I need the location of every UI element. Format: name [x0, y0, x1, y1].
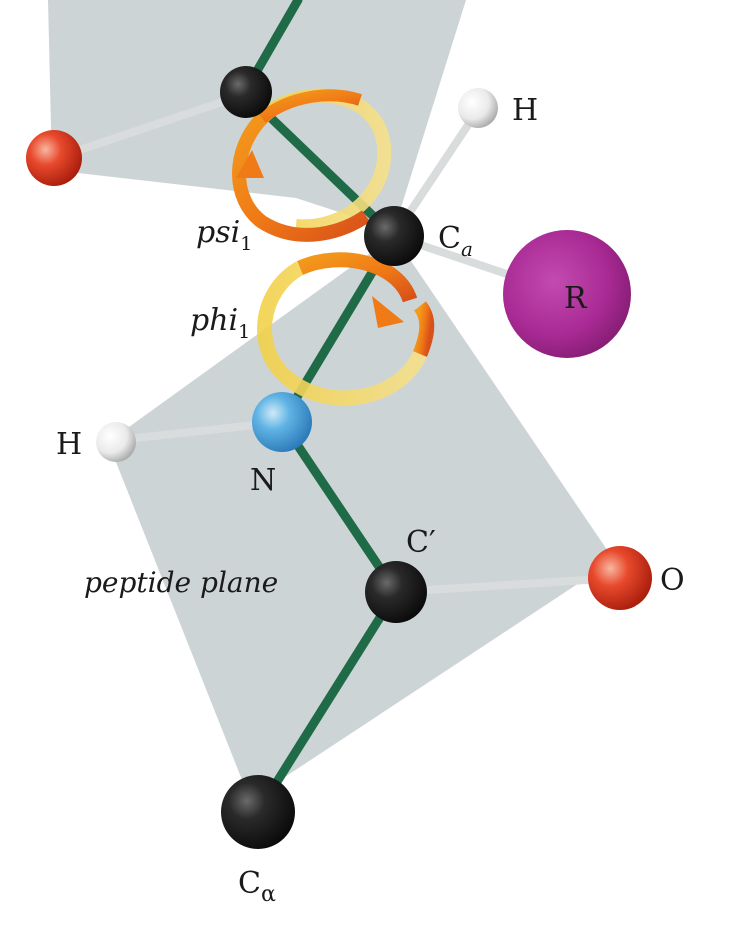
- label-ca-bottom: Cα: [238, 866, 276, 907]
- label-ca-top: Ca: [438, 221, 473, 261]
- hydrogen-atom-top: [458, 88, 498, 128]
- label-peptide-plane: peptide plane: [84, 566, 278, 599]
- bond-c-to-o: [52, 90, 250, 162]
- label-n-atom: N: [250, 463, 276, 498]
- alpha-carbon-atom-top: [364, 206, 424, 266]
- r-group-sphere: [503, 230, 631, 358]
- oxygen-atom-top-left: [26, 130, 82, 186]
- lower-peptide-plane: [108, 236, 614, 800]
- label-c-prime: C′: [406, 525, 436, 560]
- bond-cprime-to-o: [392, 574, 622, 596]
- carbonyl-carbon-atom: [365, 561, 427, 623]
- label-phi: phi1: [190, 303, 250, 343]
- bond-n-to-cprime: [277, 417, 401, 597]
- label-psi: psi1: [196, 215, 252, 255]
- carbon-atom-top: [220, 66, 272, 118]
- label-o-atom: O: [660, 563, 685, 598]
- bond-cprime-to-ca: [253, 587, 401, 817]
- label-r-group: R: [564, 281, 588, 316]
- hydrogen-atom-left: [96, 422, 136, 462]
- oxygen-atom-right: [588, 546, 652, 610]
- nitrogen-atom: [252, 392, 312, 452]
- psi-rotation-arrow: [232, 88, 392, 242]
- alpha-carbon-atom-bottom: [221, 775, 295, 849]
- label-h-top: H: [512, 93, 538, 128]
- phi-rotation-arrow: [257, 252, 435, 406]
- label-h-left: H: [56, 427, 82, 462]
